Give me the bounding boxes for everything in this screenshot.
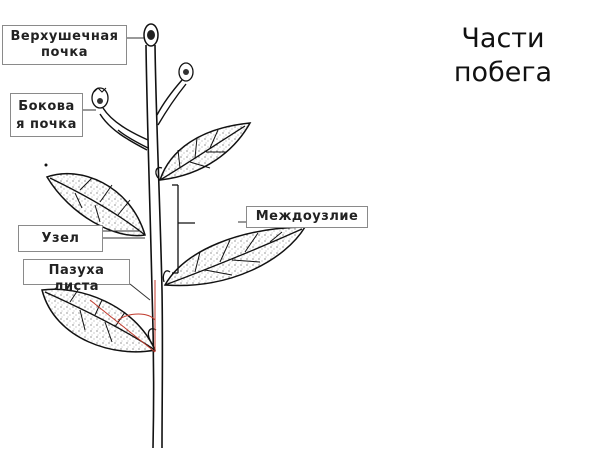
label-internode: Междоузлие	[246, 206, 368, 228]
lateral-bud-drawing	[91, 87, 109, 109]
label-node: Узел	[18, 225, 103, 252]
label-apical-bud-line1: Верхушечная	[10, 29, 119, 44]
title-line-2: побега	[453, 57, 553, 88]
label-internode-text: Междоузлие	[255, 209, 359, 224]
stem	[145, 44, 164, 449]
label-apical-bud-line2: почка	[41, 45, 88, 60]
label-node-text: Узел	[41, 231, 80, 246]
leaf-upper-right	[155, 122, 252, 181]
leaf-middle-right	[162, 226, 307, 287]
leaf-lower-left	[41, 288, 157, 353]
leader-lines	[83, 37, 246, 301]
label-leaf-axil-line1: Пазуха	[48, 263, 105, 278]
label-lateral-bud: Бокова я почка	[10, 93, 83, 137]
label-lateral-bud-line1: Бокова	[18, 99, 75, 114]
label-lateral-bud-line2: я почка	[16, 117, 77, 132]
internode-bracket	[172, 184, 195, 274]
left-branch	[99, 107, 149, 151]
label-leaf-axil: Пазуха листа	[23, 259, 130, 294]
page-title: Части побега	[438, 22, 568, 90]
axil-highlight	[89, 280, 156, 353]
apical-bud-drawing	[143, 23, 159, 47]
label-apical-bud: Верхушечная почка	[2, 25, 127, 65]
leaf-middle-left	[45, 172, 146, 237]
label-leaf-axil-line2: листа	[53, 279, 100, 294]
right-branch	[156, 79, 187, 126]
right-bud-drawing	[178, 62, 194, 82]
title-line-1: Части	[461, 23, 545, 54]
